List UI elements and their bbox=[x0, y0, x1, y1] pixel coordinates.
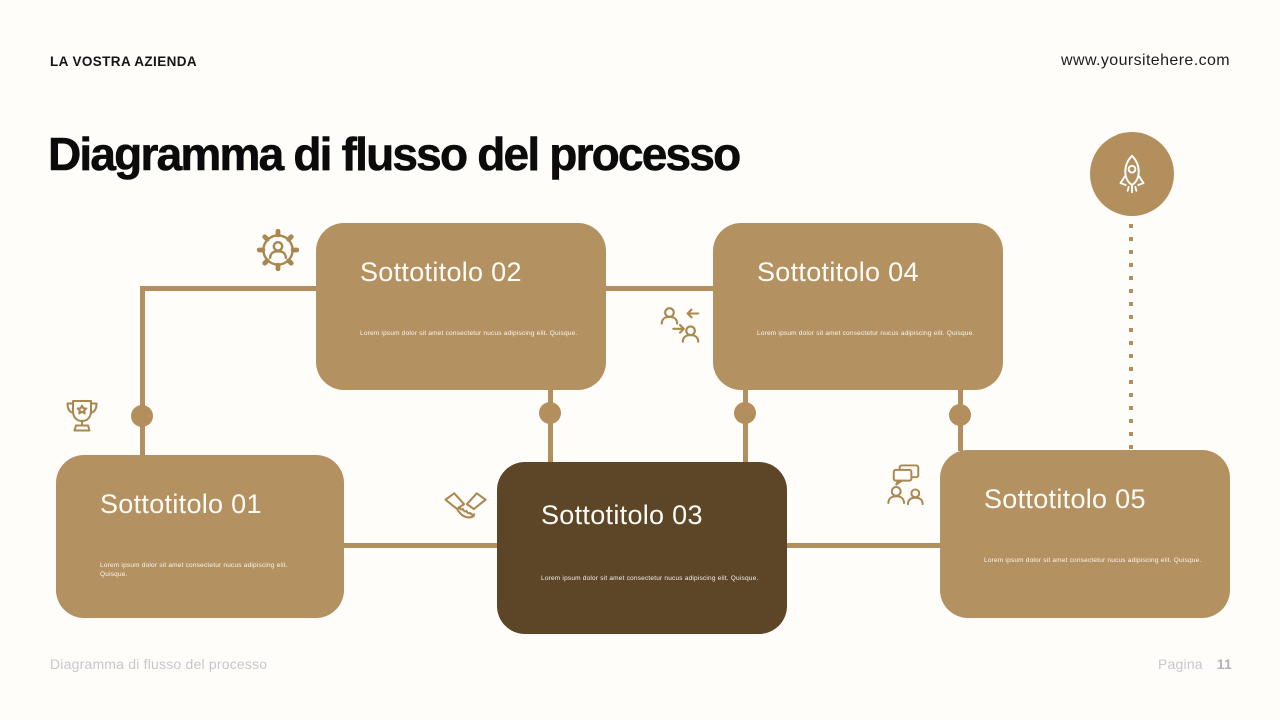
connector-line-down-box1 bbox=[140, 286, 145, 455]
discussion-icon bbox=[883, 462, 930, 509]
page-number: 11 bbox=[1216, 656, 1232, 672]
connector-line-top-left bbox=[140, 286, 318, 291]
process-box-04: Sottotitolo 04 Lorem ipsum dolor sit ame… bbox=[713, 223, 1003, 390]
connector-line-box2-box4 bbox=[604, 286, 714, 291]
trophy-icon bbox=[60, 394, 104, 438]
rocket-badge bbox=[1090, 132, 1174, 216]
box-body: Lorem ipsum dolor sit amet consectetur n… bbox=[541, 575, 759, 582]
box-body: Lorem ipsum dolor sit amet consectetur n… bbox=[984, 557, 1202, 564]
box-title: Sottotitolo 05 bbox=[984, 484, 1146, 514]
dotted-connector bbox=[1129, 224, 1133, 452]
connector-node bbox=[734, 402, 756, 424]
connector-line-box3-box5 bbox=[786, 543, 941, 548]
gear-user-icon bbox=[253, 225, 303, 275]
box-body: Lorem ipsum dolor sit amet consectetur n… bbox=[100, 562, 288, 579]
footer-slide-title: Diagramma di flusso del processo bbox=[50, 656, 268, 672]
footer-pagination: Pagina 11 bbox=[1158, 656, 1232, 672]
process-box-03: Sottotitolo 03 Lorem ipsum dolor sit ame… bbox=[497, 462, 787, 634]
box-title: Sottotitolo 01 bbox=[100, 489, 262, 519]
connector-node bbox=[131, 405, 153, 427]
process-box-01: Sottotitolo 01 Lorem ipsum dolor sit ame… bbox=[56, 455, 344, 618]
box-title: Sottotitolo 04 bbox=[757, 257, 919, 287]
rocket-icon bbox=[1119, 154, 1145, 194]
connector-node bbox=[539, 402, 561, 424]
connector-node bbox=[949, 404, 971, 426]
connector-line-box4-box3 bbox=[743, 389, 748, 463]
box-title: Sottotitolo 03 bbox=[541, 500, 703, 530]
connector-line-box2-box3 bbox=[548, 389, 553, 463]
box-body: Lorem ipsum dolor sit amet consectetur n… bbox=[757, 330, 975, 337]
website-url: www.yoursitehere.com bbox=[1061, 52, 1230, 69]
process-box-02: Sottotitolo 02 Lorem ipsum dolor sit ame… bbox=[316, 223, 606, 390]
process-box-05: Sottotitolo 05 Lorem ipsum dolor sit ame… bbox=[940, 450, 1230, 618]
page-label: Pagina bbox=[1158, 656, 1203, 672]
company-name: LA VOSTRA AZIENDA bbox=[50, 54, 198, 69]
box-body: Lorem ipsum dolor sit amet consectetur n… bbox=[360, 330, 578, 337]
box-title: Sottotitolo 02 bbox=[360, 257, 522, 287]
page-title: Diagramma di flusso del processo bbox=[48, 128, 742, 181]
people-exchange-icon bbox=[657, 302, 703, 348]
connector-line-box1-box3 bbox=[343, 543, 498, 548]
handshake-icon bbox=[442, 486, 489, 533]
